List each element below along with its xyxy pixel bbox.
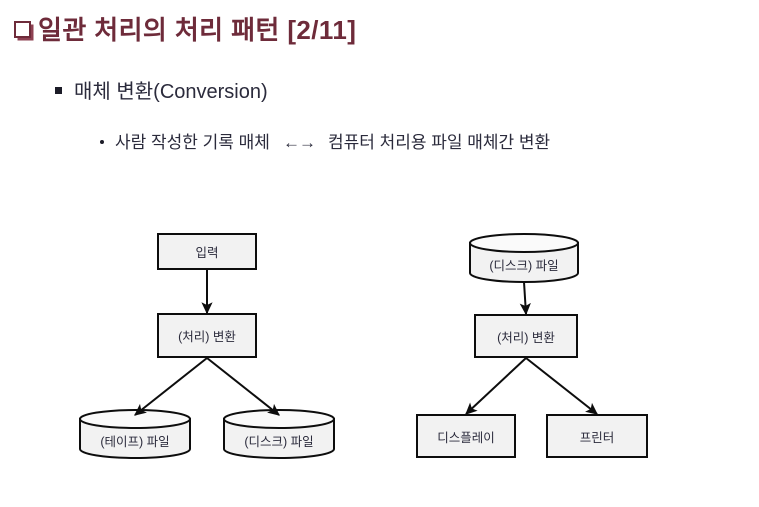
node-label: 입력 xyxy=(195,246,219,260)
bullet-level2-label: 매체 변환(Conversion) xyxy=(74,81,268,103)
title-square-bullet-icon xyxy=(14,21,31,38)
page-title: 일관 처리의 처리 패턴 [2/11] xyxy=(14,10,356,47)
node-disk-source: (디스크) 파일 xyxy=(470,234,578,282)
node-display: 디스플레이 xyxy=(416,414,516,458)
node-label: (처리) 변환 xyxy=(178,330,236,344)
edge-convert2-to-printer xyxy=(525,357,598,415)
edge-convert-to-disk-file xyxy=(206,357,280,416)
node-label: 프린터 xyxy=(579,430,615,445)
node-label: (디스크) 파일 xyxy=(489,258,559,273)
dot-bullet-icon xyxy=(100,140,104,144)
node-convert: (처리) 변환 xyxy=(157,313,257,358)
node-disk-file: (디스크) 파일 xyxy=(224,410,334,458)
node-label: 디스플레이 xyxy=(437,430,495,445)
node-printer: 프린터 xyxy=(546,414,648,458)
node-input: 입력 xyxy=(157,233,257,270)
node-tape-file: (테이프) 파일 xyxy=(80,410,190,458)
edge-disk-source-to-convert2 xyxy=(519,281,531,316)
page-title-text: 일관 처리의 처리 패턴 [2/11] xyxy=(38,15,357,45)
node-label: (테이프) 파일 xyxy=(100,434,170,449)
bidirectional-arrow-icon: ←→ xyxy=(282,133,316,152)
bullet-level3: 사람 작성한 기록 매체 ←→ 컴퓨터 처리용 파일 매체간 변환 xyxy=(100,128,550,153)
node-label: (처리) 변환 xyxy=(497,330,555,345)
edge-convert2-to-display xyxy=(465,357,527,415)
square-bullet-icon xyxy=(55,87,62,94)
bullet-level3-after: 컴퓨터 처리용 파일 매체간 변환 xyxy=(327,133,551,152)
node-convert2: (처리) 변환 xyxy=(474,314,578,358)
bullet-level3-before: 사람 작성한 기록 매체 xyxy=(115,133,270,152)
node-label: (디스크) 파일 xyxy=(244,434,314,449)
edge-convert-to-tape-file xyxy=(134,357,208,416)
bullet-level2: 매체 변환(Conversion) xyxy=(55,75,268,104)
